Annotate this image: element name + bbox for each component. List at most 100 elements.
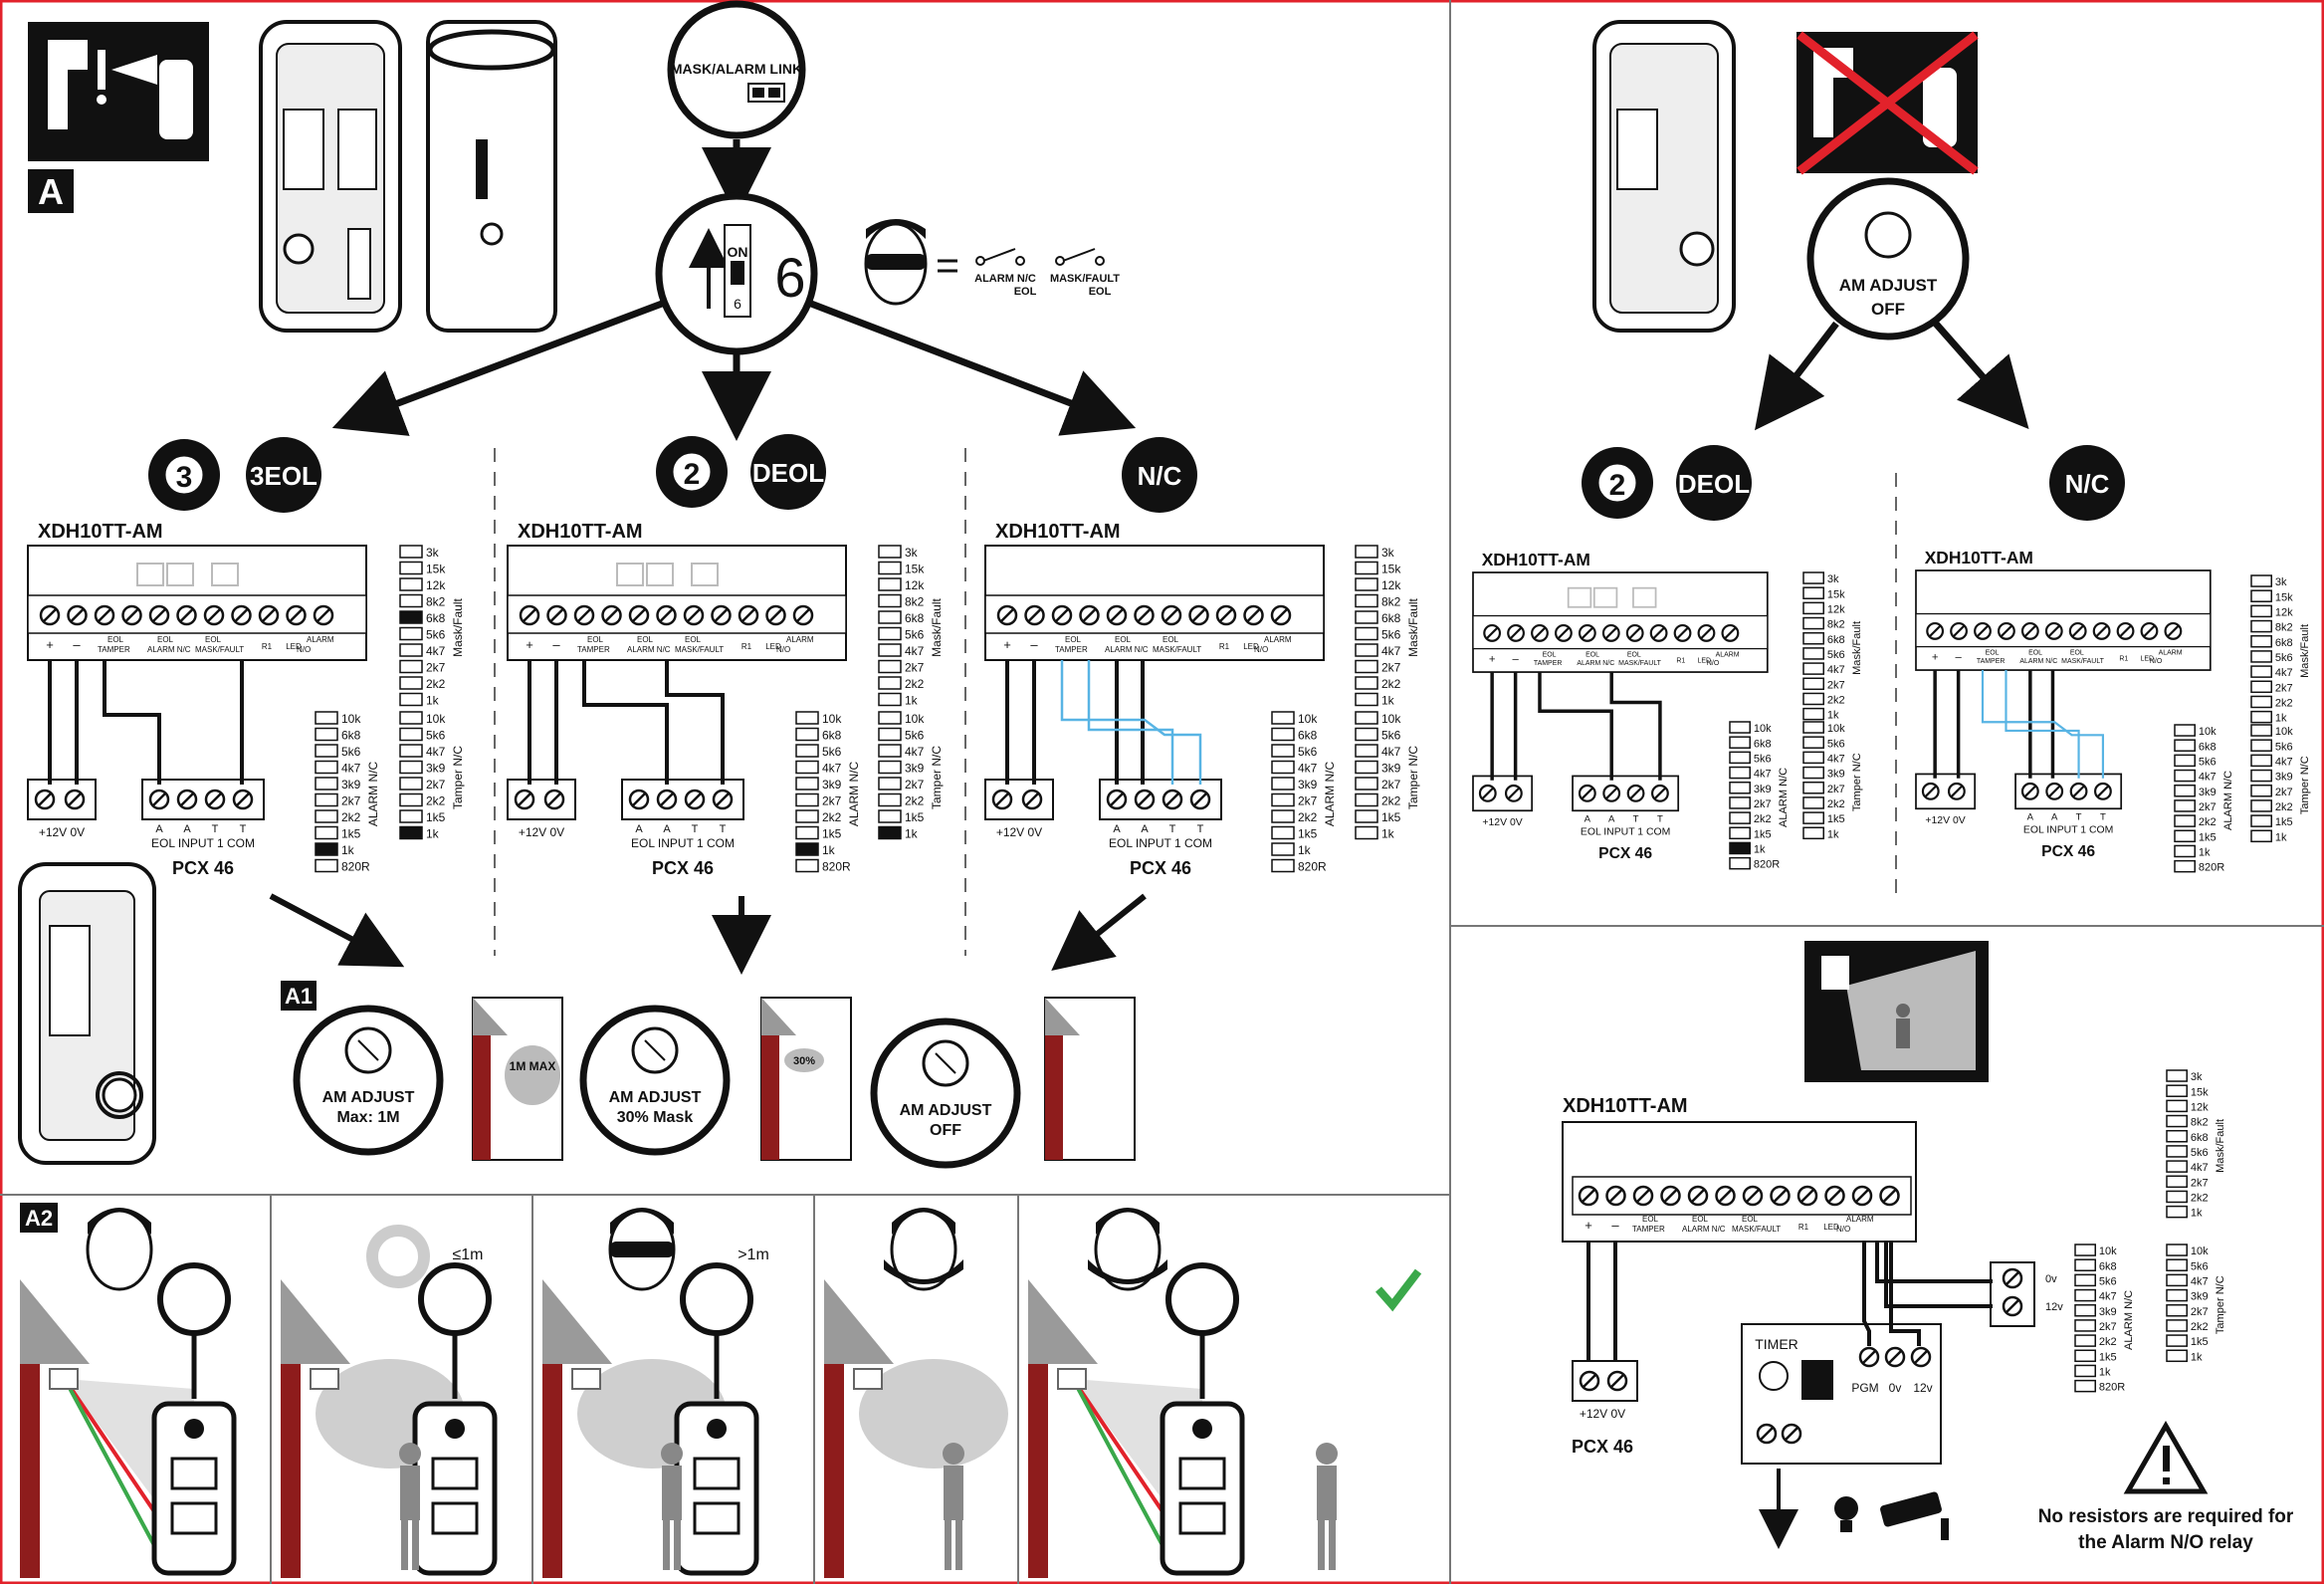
a2-scene-4 <box>824 1208 1008 1578</box>
svg-text:2k2: 2k2 <box>1827 695 1845 707</box>
svg-text:EOL: EOL <box>1014 286 1037 298</box>
svg-text:T: T <box>2100 812 2106 823</box>
wall-panel-off <box>1044 997 1136 1161</box>
svg-text:2k2: 2k2 <box>341 810 361 824</box>
svg-text:8k2: 8k2 <box>1381 595 1401 609</box>
svg-text:1k: 1k <box>426 827 440 841</box>
svg-text:15k: 15k <box>905 563 925 576</box>
svg-text:2k2: 2k2 <box>2191 1193 2209 1205</box>
svg-text:5k6: 5k6 <box>2199 756 2217 768</box>
svg-text:ALARM: ALARM <box>1264 635 1292 644</box>
svg-text:+12V 0V: +12V 0V <box>519 825 564 839</box>
svg-text:1k5: 1k5 <box>1381 810 1401 824</box>
svg-text:1k5: 1k5 <box>1754 828 1772 840</box>
svg-text:10k: 10k <box>2199 726 2217 738</box>
svg-text:MASK/FAULT: MASK/FAULT <box>1153 645 1201 654</box>
svg-text:N/O: N/O <box>1707 660 1720 667</box>
svg-text:EOL: EOL <box>685 635 702 644</box>
svg-text:820R: 820R <box>341 860 370 874</box>
svg-text:–: – <box>1030 637 1038 652</box>
svg-text:Tamper N/C: Tamper N/C <box>451 746 465 809</box>
svg-text:1k: 1k <box>1827 710 1839 722</box>
svg-text:10k: 10k <box>822 712 842 726</box>
svg-text:A: A <box>1585 814 1591 825</box>
svg-text:0v: 0v <box>2045 1273 2057 1285</box>
svg-text:A: A <box>635 823 643 835</box>
svg-text:1k5: 1k5 <box>2099 1351 2117 1363</box>
svg-text:10k: 10k <box>905 712 925 726</box>
svg-text:12k: 12k <box>2275 606 2293 618</box>
svg-text:4k7: 4k7 <box>2199 772 2217 784</box>
svg-text:10k: 10k <box>2099 1245 2117 1257</box>
svg-text:OFF: OFF <box>930 1122 961 1139</box>
svg-text:EOL INPUT 1 COM: EOL INPUT 1 COM <box>2023 825 2113 836</box>
mask-alarm-link-callout: MASK/ALARM LINK <box>667 0 806 139</box>
svg-text:2k7: 2k7 <box>2099 1321 2117 1333</box>
svg-text:1k: 1k <box>1754 844 1766 856</box>
svg-text:ALARM N/C: ALARM N/C <box>847 761 861 826</box>
svg-text:1k5: 1k5 <box>426 810 446 824</box>
svg-text:N/O: N/O <box>2150 658 2163 665</box>
svg-text:T: T <box>1197 823 1204 835</box>
mode-badge-3eol: 3 3EOL <box>148 437 321 513</box>
svg-text:ALARM: ALARM <box>307 635 334 644</box>
detector-open-image <box>18 862 156 1165</box>
svg-text:T: T <box>212 823 219 835</box>
svg-text:820R: 820R <box>1754 859 1780 871</box>
timer-label-short: ≤1m <box>452 1246 483 1263</box>
svg-text:2k7: 2k7 <box>1827 784 1845 795</box>
svg-text:1k5: 1k5 <box>822 827 842 841</box>
svg-text:6k8: 6k8 <box>2191 1132 2209 1144</box>
svg-text:5k6: 5k6 <box>1827 649 1845 661</box>
svg-text:4k7: 4k7 <box>2275 667 2293 679</box>
svg-text:3k9: 3k9 <box>2199 787 2217 798</box>
svg-text:T: T <box>240 823 247 835</box>
svg-text:5k6: 5k6 <box>1827 738 1845 750</box>
svg-text:5k6: 5k6 <box>2191 1260 2209 1272</box>
svg-text:T: T <box>1657 814 1663 825</box>
svg-text:EOL: EOL <box>1162 635 1179 644</box>
svg-text:EOL: EOL <box>1089 286 1112 298</box>
svg-text:T: T <box>2076 812 2082 823</box>
svg-text:6k8: 6k8 <box>822 729 842 743</box>
svg-text:1k5: 1k5 <box>1827 813 1845 825</box>
svg-text:3k9: 3k9 <box>1298 778 1318 792</box>
svg-text:1k: 1k <box>2191 1208 2203 1220</box>
svg-text:1k5: 1k5 <box>341 827 361 841</box>
wall-panel-1m: 1M MAX <box>472 997 563 1161</box>
svg-text:EOL INPUT 1 COM: EOL INPUT 1 COM <box>1109 836 1212 850</box>
svg-text:4k7: 4k7 <box>1754 769 1772 781</box>
svg-text:EOL INPUT 1 COM: EOL INPUT 1 COM <box>631 836 735 850</box>
svg-text:3k9: 3k9 <box>2275 772 2293 784</box>
svg-text:1k5: 1k5 <box>2199 831 2217 843</box>
svg-text:N/C: N/C <box>2065 469 2110 499</box>
svg-text:+: + <box>1932 651 1939 663</box>
svg-text:15k: 15k <box>1827 588 1845 600</box>
svg-text:1k: 1k <box>341 843 355 857</box>
svg-text:EOL: EOL <box>1115 635 1132 644</box>
svg-text:1k: 1k <box>905 827 919 841</box>
svg-text:6k8: 6k8 <box>1298 729 1318 743</box>
svg-text:A1: A1 <box>285 984 313 1009</box>
svg-text:EOL: EOL <box>1986 649 2000 656</box>
svg-text:5k6: 5k6 <box>1381 729 1401 743</box>
svg-text:4k7: 4k7 <box>2275 756 2293 768</box>
mode-badge-deol: 2 DEOL <box>656 434 826 510</box>
svg-text:2k7: 2k7 <box>822 794 842 808</box>
svg-text:5k6: 5k6 <box>2099 1275 2117 1287</box>
svg-text:4k7: 4k7 <box>341 762 361 776</box>
svg-text:ALARM: ALARM <box>2159 649 2183 656</box>
svg-text:12k: 12k <box>905 578 925 592</box>
svg-text:6k8: 6k8 <box>1827 634 1845 646</box>
svg-text:MASK/ALARM LINK: MASK/ALARM LINK <box>671 61 802 77</box>
